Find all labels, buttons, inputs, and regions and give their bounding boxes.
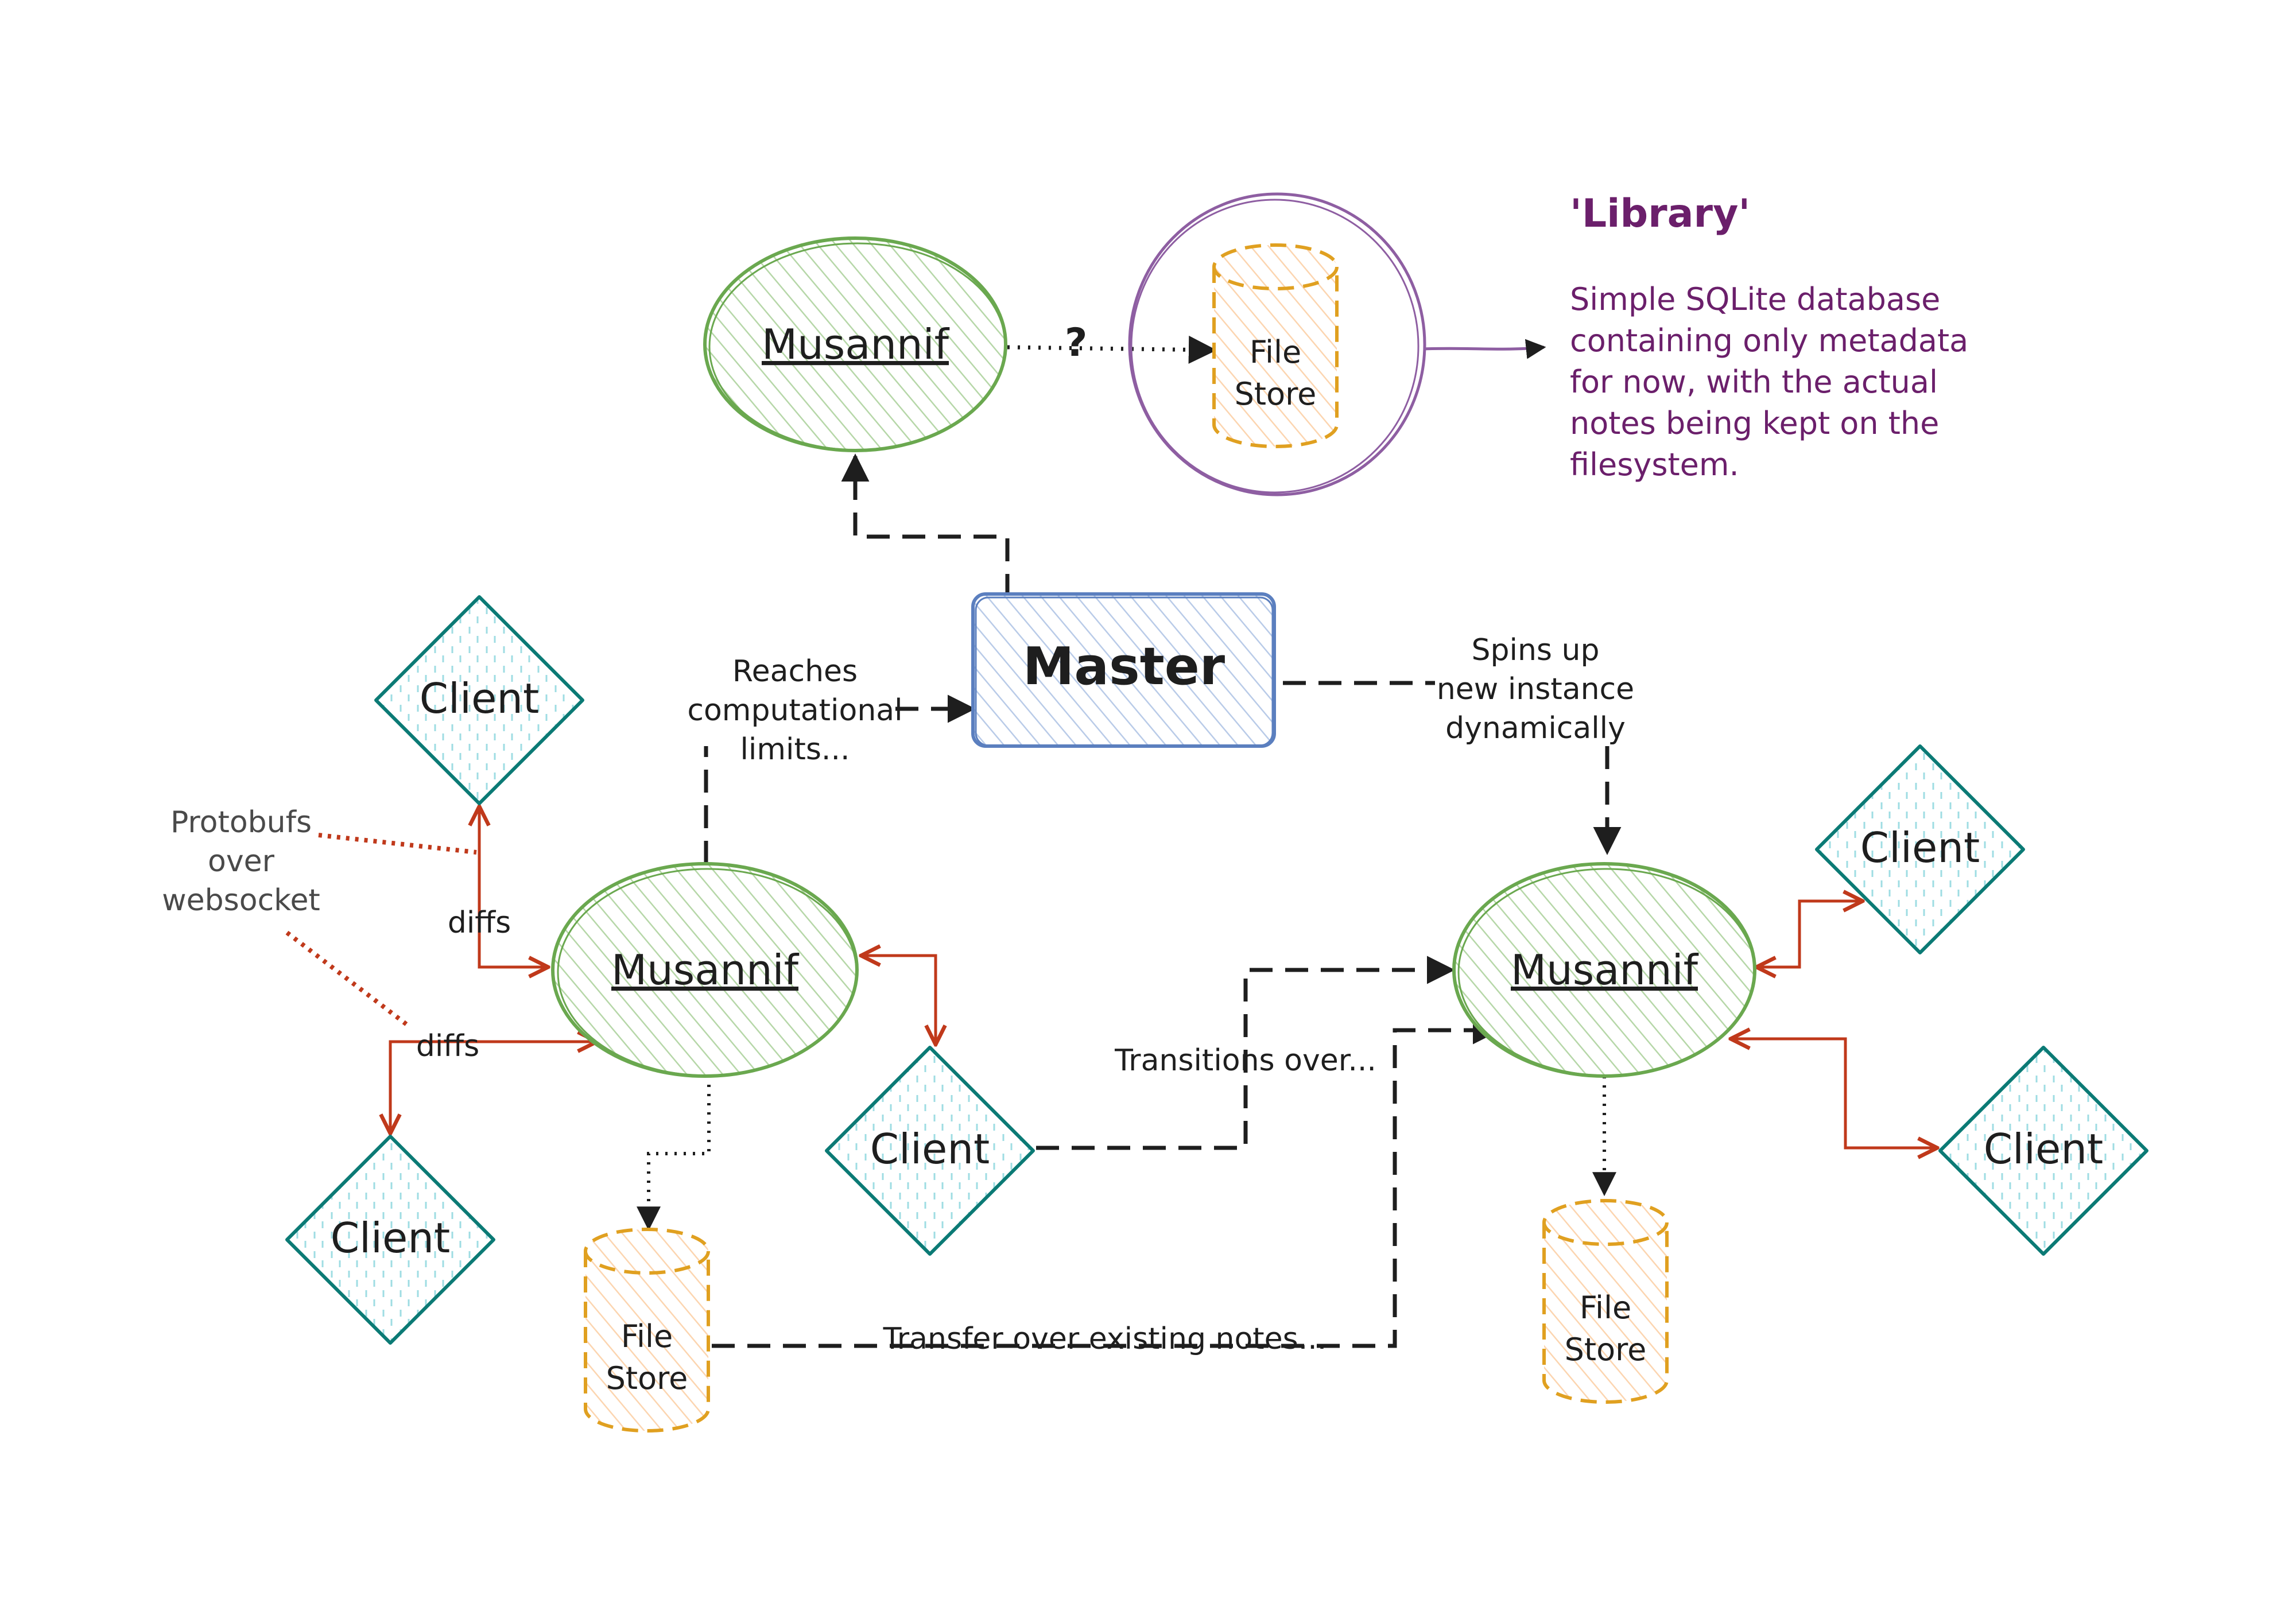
client-label: Client xyxy=(870,1125,990,1173)
musannif-node-right[interactable]: Musannif xyxy=(1452,862,1756,1078)
master-label: Master xyxy=(1023,636,1225,697)
library-line-1: Simple SQLite database xyxy=(1570,281,1940,317)
client-label: Client xyxy=(420,674,539,723)
musannif-node-top[interactable]: Musannif xyxy=(703,236,1007,452)
client-node-bottom-right[interactable]: Client xyxy=(1938,1046,2148,1256)
edge-label-transfer: Transfer over existing notes... xyxy=(883,1322,1327,1356)
svg-text:Spins up: Spins up xyxy=(1471,633,1599,667)
client-node-middle[interactable]: Client xyxy=(825,1046,1035,1256)
edge-musannif-left-to-master xyxy=(704,709,973,864)
protobufs-pointer-top xyxy=(318,833,477,855)
client-node-bottom-left[interactable]: Client xyxy=(285,1135,495,1345)
file-store-right-label-2: Store xyxy=(1565,1332,1647,1368)
svg-text:new instance: new instance xyxy=(1437,672,1634,707)
library-line-2: containing only metadata xyxy=(1570,323,1968,359)
client-label: Client xyxy=(1860,824,1980,872)
file-store-top[interactable]: File Store xyxy=(1212,243,1339,448)
edge-musannif-right-to-client-top xyxy=(1756,901,1863,967)
library-line-5: filesystem. xyxy=(1570,447,1739,483)
musannif-node-left[interactable]: Musannif xyxy=(551,862,859,1078)
edge-client-top-left-to-musannif xyxy=(479,806,548,967)
svg-text:dynamically: dynamically xyxy=(1445,711,1626,746)
musannif-top-label: Musannif xyxy=(762,320,950,368)
edge-musannif-left-to-filestore xyxy=(637,1085,711,1231)
edge-musannif-right-to-client-bottom xyxy=(1731,1039,1937,1148)
edge-master-to-musannif-right xyxy=(1283,681,1607,852)
library-circle[interactable] xyxy=(1128,192,1426,496)
edge-label-diffs-top: diffs xyxy=(448,906,511,940)
svg-text:over: over xyxy=(208,844,275,879)
svg-text:computational: computational xyxy=(687,693,902,728)
library-line-4: notes being kept on the xyxy=(1570,405,1939,441)
file-store-left-label-2: Store xyxy=(606,1360,688,1396)
edge-label-question: ? xyxy=(1065,320,1087,366)
edge-master-to-musannif-top xyxy=(841,453,1010,597)
client-node-top-right[interactable]: Client xyxy=(1815,744,2025,954)
edge-label-transitions: Transitions over... xyxy=(1114,1043,1376,1078)
edge-client-to-musannif-right xyxy=(1036,956,1455,1150)
client-label: Client xyxy=(331,1214,450,1262)
musannif-right-label: Musannif xyxy=(1511,946,1699,994)
edge-musannif-left-to-client-middle xyxy=(861,956,936,1045)
edge-label-reaches: Reaches computational limits... xyxy=(687,654,902,767)
svg-text:Reaches: Reaches xyxy=(732,654,858,689)
file-store-right-label-1: File xyxy=(1580,1290,1631,1326)
library-pointer xyxy=(1423,339,1546,359)
file-store-top-label-1: File xyxy=(1250,334,1301,370)
edge-filestore-to-musannif-right xyxy=(712,1016,1501,1348)
protobufs-pointer-bottom xyxy=(285,930,412,1030)
library-note: 'Library' Simple SQLite database contain… xyxy=(1570,191,1968,483)
client-label: Client xyxy=(1984,1125,2103,1173)
client-node-top-left[interactable]: Client xyxy=(374,595,584,805)
file-store-right[interactable]: File Store xyxy=(1542,1199,1669,1404)
file-store-top-label-2: Store xyxy=(1235,376,1317,412)
svg-text:Protobufs: Protobufs xyxy=(170,805,312,840)
library-title: 'Library' xyxy=(1570,191,1750,236)
library-line-3: for now, with the actual xyxy=(1570,364,1938,400)
svg-text:limits...: limits... xyxy=(740,732,850,767)
edge-client-bottom-left-to-musannif xyxy=(390,1042,597,1134)
edge-label-diffs-bottom: diffs xyxy=(416,1029,479,1063)
edge-label-spins: Spins up new instance dynamically xyxy=(1437,633,1634,746)
file-store-left[interactable]: File Store xyxy=(584,1228,710,1433)
protobufs-label: Protobufs over websocket xyxy=(162,805,320,918)
edge-musannif-to-filestore-top xyxy=(1007,335,1217,364)
musannif-left-label: Musannif xyxy=(611,946,800,994)
file-store-left-label-1: File xyxy=(621,1318,673,1354)
master-node[interactable]: Master xyxy=(971,592,1276,748)
svg-text:websocket: websocket xyxy=(162,883,320,918)
